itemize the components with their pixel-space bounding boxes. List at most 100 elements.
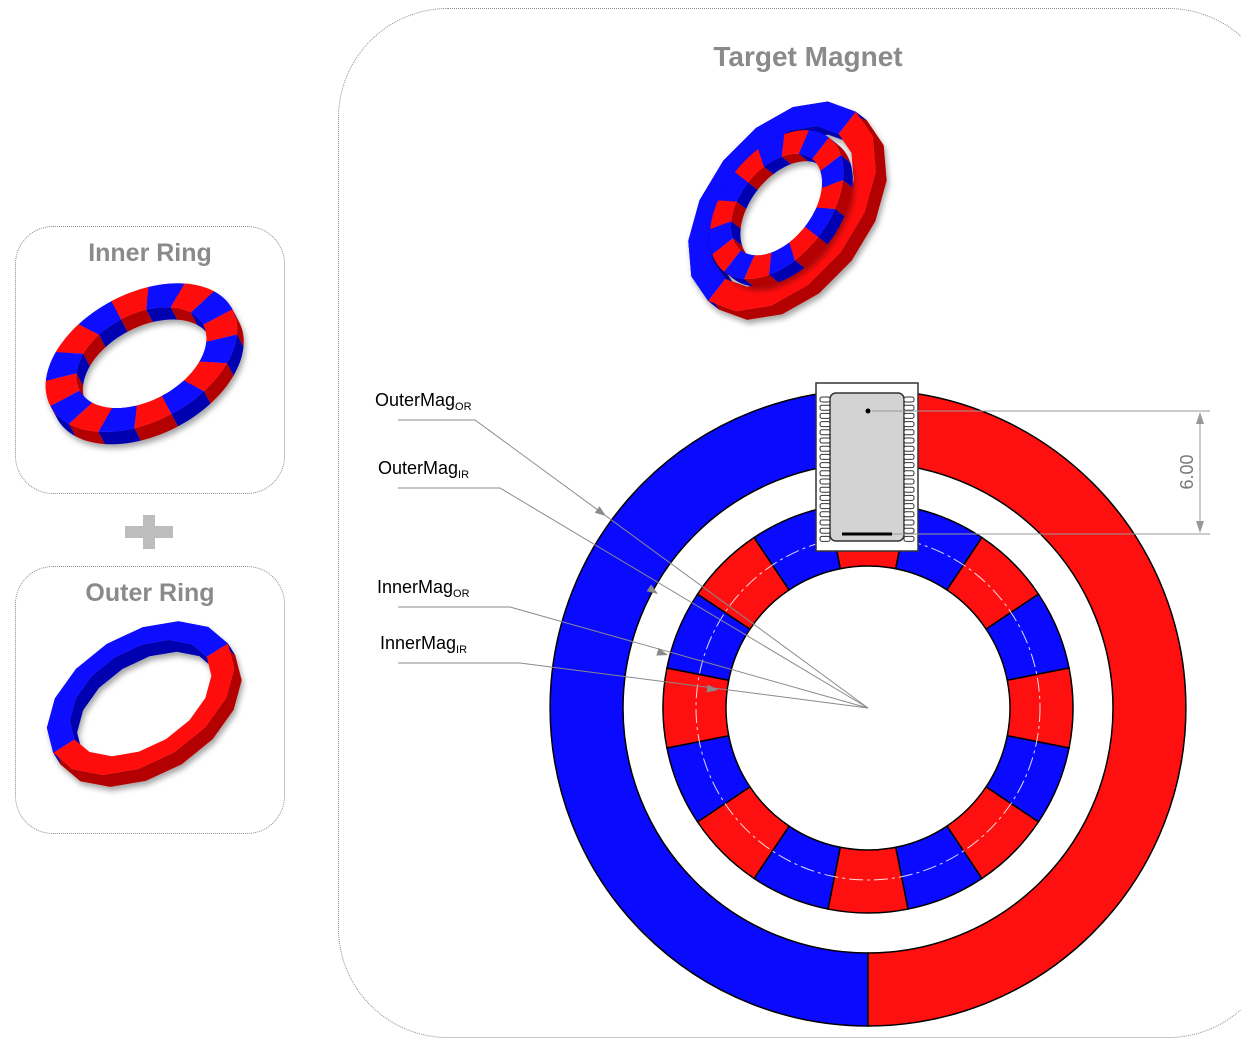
label-outer-mag-ir: OuterMagIR — [378, 458, 470, 481]
target-inner-3d-face-segment — [709, 221, 733, 255]
target-inner-3d-inner-wall — [781, 153, 809, 164]
target-inner-3d-face-segment — [820, 155, 844, 188]
target-inner-3d-face-segment — [798, 130, 829, 159]
target-magnet-cross-section — [549, 389, 1187, 1027]
sensor-chip — [815, 382, 919, 552]
sensor-pin-left — [819, 404, 831, 411]
inner-ring-3d-outer-wall — [98, 428, 141, 445]
leader-inner-mag-ir — [398, 662, 869, 709]
sensor-pin-left — [819, 511, 831, 518]
sensor-pin-left — [819, 478, 831, 485]
target-inner-3d-face-segment — [781, 130, 809, 157]
sensor-pin-left — [819, 412, 831, 419]
dimension-arrow-top — [1196, 412, 1204, 424]
leader-outer-mag-or — [398, 419, 869, 709]
outer-ring-3d-face-segment — [46, 621, 228, 753]
sensor-body — [829, 392, 905, 542]
sensor-pin-left — [819, 519, 831, 526]
inner-ring-3d-face-segment — [111, 287, 149, 320]
outer-ring-3d-inner-wall — [69, 639, 215, 752]
target-outer-3d-face-segment — [688, 101, 856, 301]
target-inner-3d-face-segment — [712, 238, 741, 272]
inner-ring-3d-face-segment — [170, 283, 214, 313]
inner-ring-3d-face-segment — [134, 396, 172, 429]
sensor-pin-left — [819, 494, 831, 501]
outer-ring-3d-face-segment — [53, 643, 235, 775]
sensor-pin-left — [819, 437, 831, 444]
target-inner-3d-inner-wall — [736, 182, 758, 209]
sensor-pin-right — [903, 511, 915, 518]
sensor-pin-left — [819, 429, 831, 436]
inner-ring-3d-inner-wall — [99, 319, 128, 348]
inner-ring-3d-face-segment — [45, 373, 80, 406]
target-inner-3d-outer-wall — [840, 155, 853, 188]
inner-ring-3d-outer-wall — [203, 363, 234, 404]
target-magnet-title: Target Magnet — [713, 41, 903, 72]
outer-ring-south-half — [867, 389, 1187, 1027]
sensor-pin-right — [903, 478, 915, 485]
sensor-pin-left — [819, 445, 831, 452]
sensor-pin-right — [903, 462, 915, 469]
inner-ring-3d-face-segment — [183, 361, 227, 392]
inner-ring-3d-outer-wall — [232, 309, 244, 347]
sensor-pin-right — [903, 421, 915, 428]
inner-ring-3d-face-segment — [161, 380, 204, 414]
sensor-pin-left — [819, 462, 831, 469]
sensor-pin-left — [819, 453, 831, 460]
inner-ring-3d-outer-wall — [134, 414, 178, 441]
sensor-pin-right — [903, 404, 915, 411]
target-outer-3d-face-segment — [708, 111, 876, 312]
outer-ring-panel: Outer Ring — [15, 566, 285, 834]
inner-ring-3d-outer-wall — [226, 334, 244, 376]
plus-icon — [125, 515, 173, 549]
inner-ring-title: Inner Ring — [88, 239, 212, 267]
leader-inner-mag-or — [398, 606, 869, 709]
sensor-pin-right — [903, 453, 915, 460]
target-inner-3d-face-segment — [758, 134, 785, 167]
inner-ring-3d-face-segment — [203, 309, 238, 342]
inner-ring-3d-inner-wall — [170, 307, 198, 325]
sensor-pin-right — [903, 535, 915, 542]
inner-ring-3d-inner-wall — [83, 334, 106, 367]
outer-ring-title: Outer Ring — [85, 579, 215, 607]
sensor-pin-left — [819, 527, 831, 534]
label-inner-mag-ir: InnerMagIR — [380, 633, 468, 656]
dimension-arrow-bottom — [1196, 521, 1204, 533]
target-inner-3d-inner-wall — [798, 153, 822, 167]
inner-ring-3d-view — [45, 283, 244, 445]
sensor-pin-left — [819, 486, 831, 493]
target-inner-3d-face-segment — [789, 226, 819, 261]
target-inner-3d-outer-wall — [744, 274, 779, 287]
dimension-value: 6.00 — [1177, 454, 1197, 489]
outer-ring-3d-outer-wall — [53, 643, 242, 787]
target-inner-3d-inner-wall — [731, 201, 747, 229]
inner-ring-3d-face-segment — [78, 301, 122, 335]
inner-ring-panel: Inner Ring — [15, 226, 285, 494]
label-outer-mag-or: OuterMagOR — [375, 390, 472, 413]
target-inner-3d-face-segment — [804, 207, 835, 238]
sensor-pin-right — [903, 437, 915, 444]
target-inner-3d-face-segment — [744, 252, 772, 279]
sensor-pin-right — [903, 412, 915, 419]
sensor-pin-right — [903, 396, 915, 403]
sensor-pin-right — [903, 429, 915, 436]
inner-ring-3d-inner-wall — [76, 353, 90, 386]
target-inner-3d-face-segment — [768, 242, 795, 275]
target-magnet-panel: Target Magnet — [338, 8, 1241, 1038]
sensor-pin-left — [819, 470, 831, 477]
leader-inner-mag-or-arrow — [656, 647, 668, 656]
leader-outer-mag-or-arrow — [594, 506, 606, 516]
target-inner-3d-outer-wall — [794, 237, 828, 268]
inner-ring-3d-face-segment — [45, 352, 84, 381]
inner-ring-3d-face-segment — [146, 283, 185, 310]
sensor-pin-right — [903, 527, 915, 534]
sensor-pin-right — [903, 519, 915, 526]
sensor-pin-left — [819, 421, 831, 428]
leader-outer-mag-ir — [398, 487, 869, 709]
sensor-pin-right — [903, 486, 915, 493]
outer-ring-3d — [46, 621, 242, 787]
target-inner-3d-inner-wall — [732, 238, 751, 258]
inner-ring-3d-inner-wall — [76, 373, 87, 403]
target-inner-3d-outer-wall — [768, 260, 805, 283]
